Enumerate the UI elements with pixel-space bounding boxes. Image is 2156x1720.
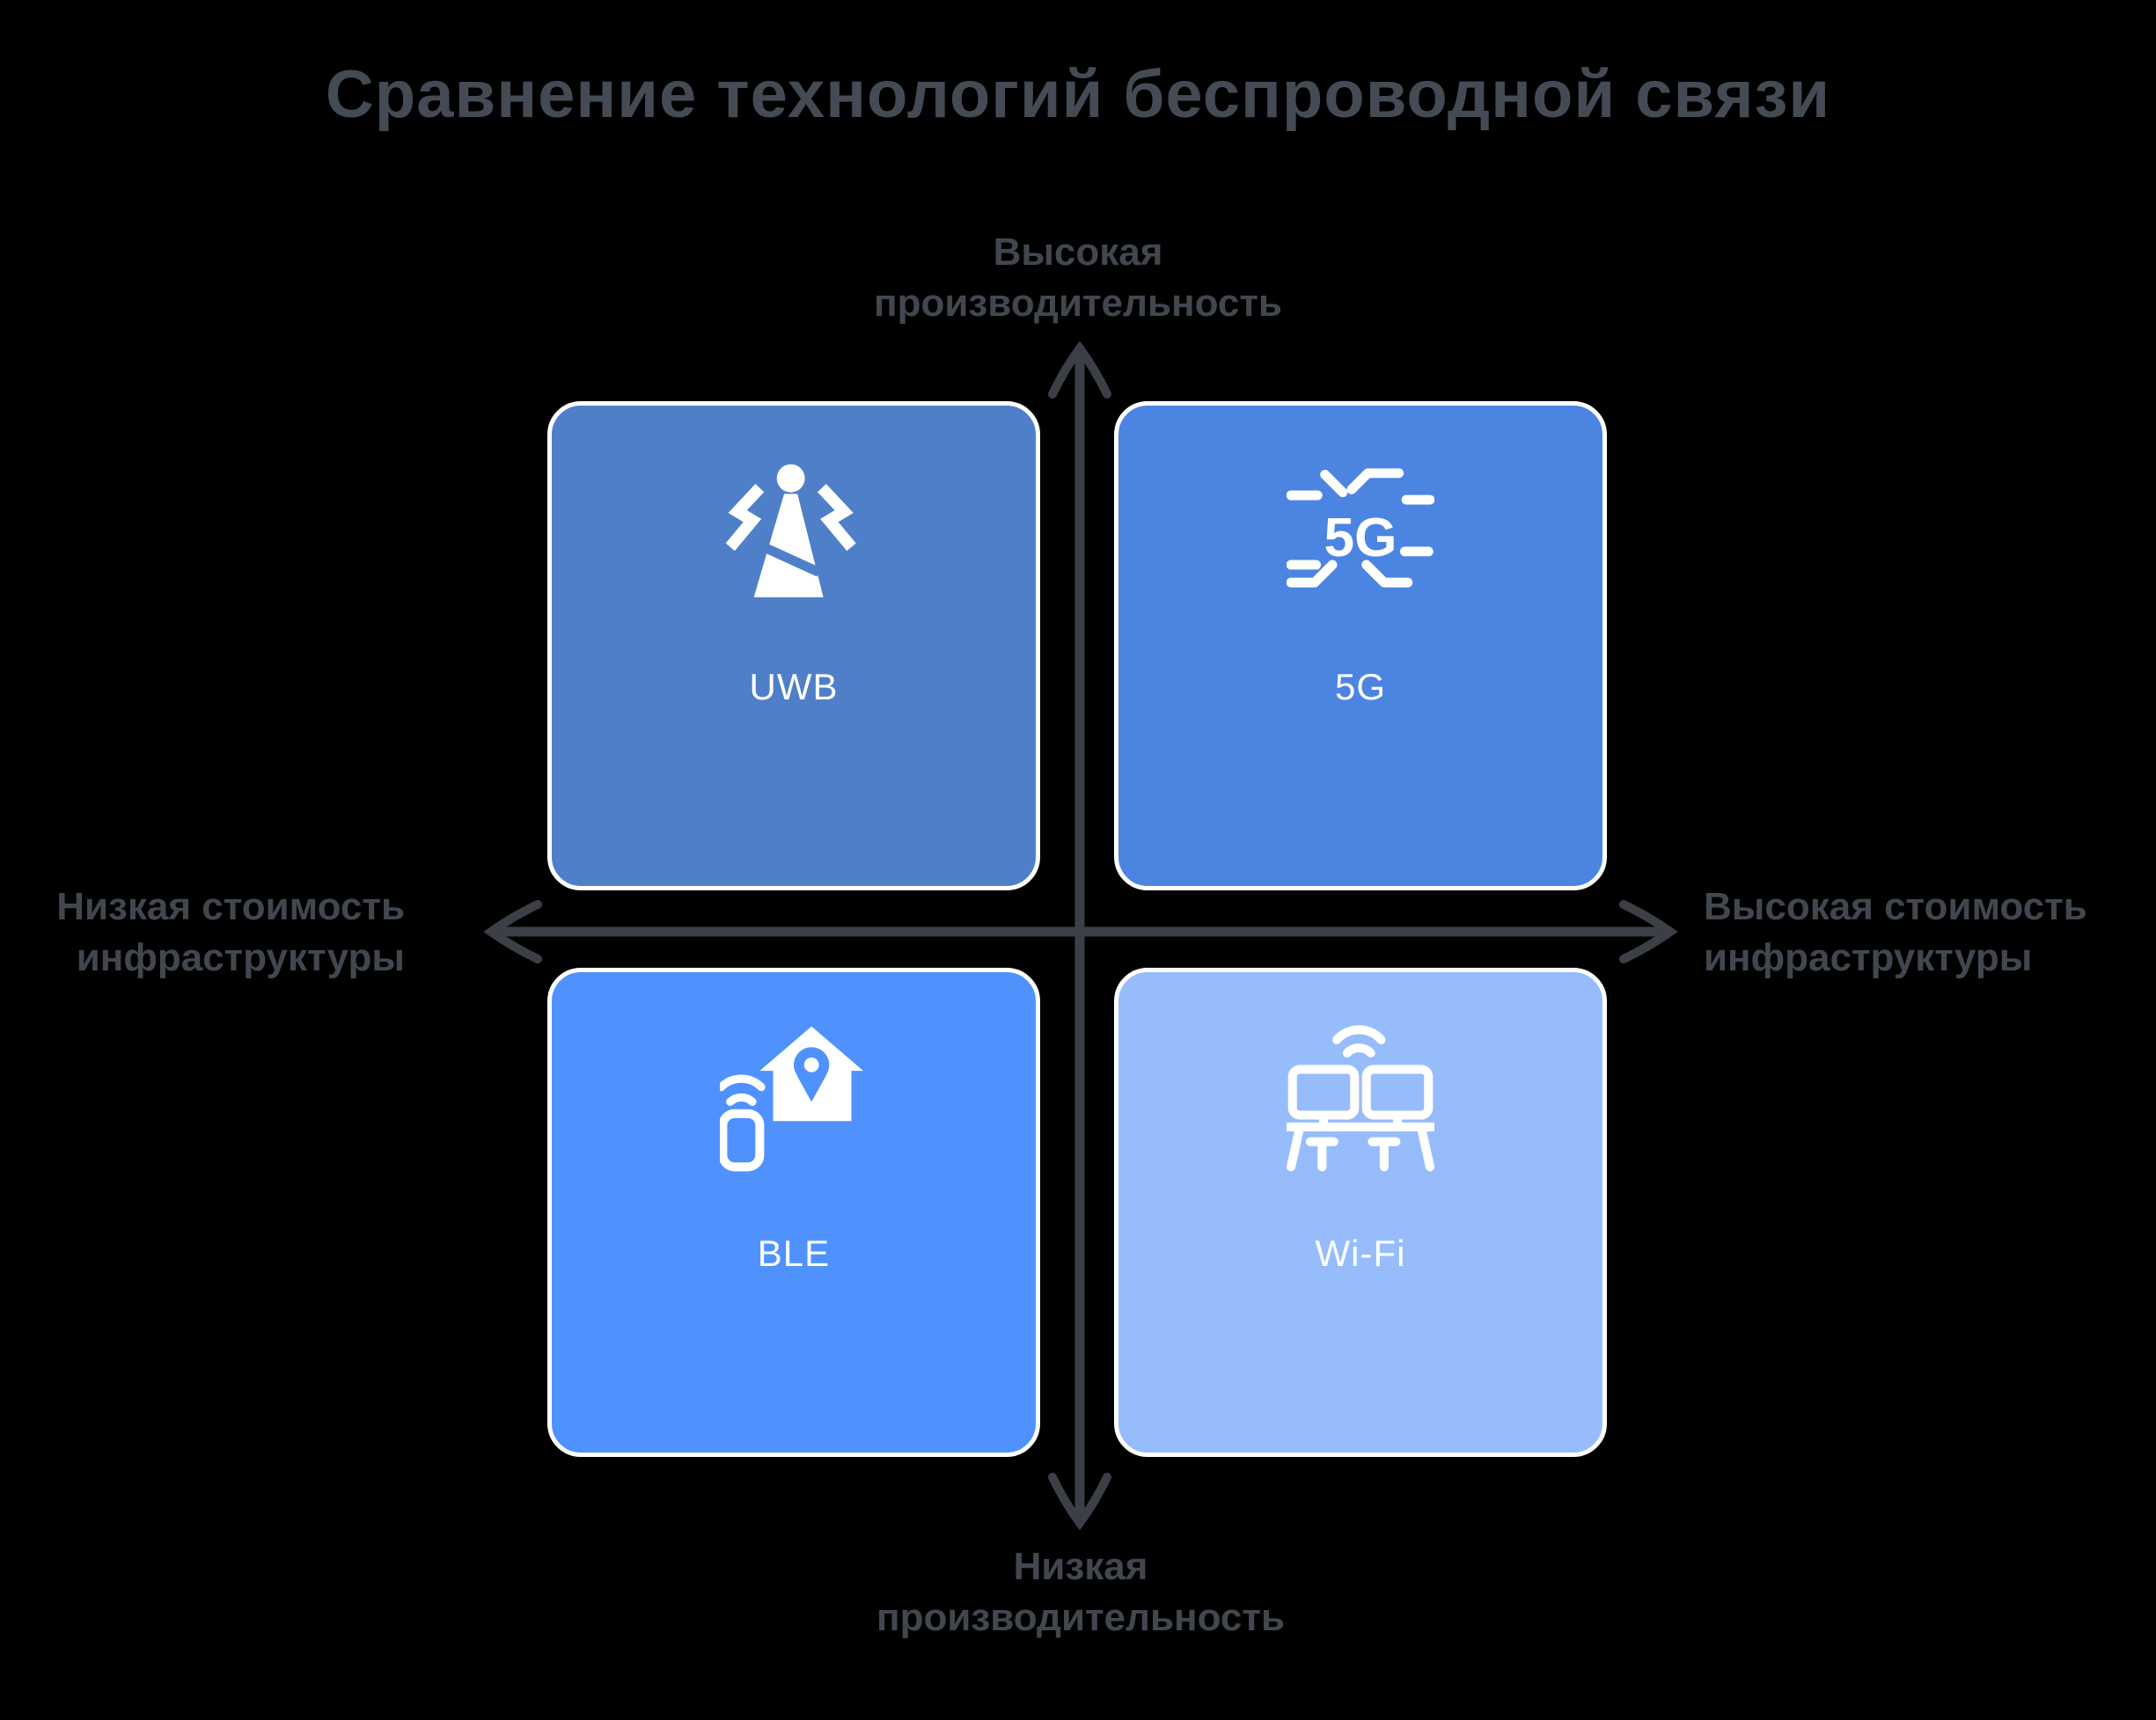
- arrow-right-icon: [1619, 900, 1678, 963]
- axis-label-high-cost: Высокая стоимость инфраструктуры: [1704, 882, 2135, 984]
- 5g-icon-text: 5G: [1324, 508, 1397, 568]
- axis-label-line: производительность: [876, 1596, 1285, 1640]
- quadrant-card-wifi: Wi-Fi: [1114, 968, 1607, 1457]
- radio-tower-icon: [725, 464, 856, 597]
- axis-label-low-performance: Низкая производительность: [729, 1541, 1433, 1643]
- axis-label-line: инфраструктуры: [76, 936, 405, 980]
- quadrant-label-uwb: UWB: [749, 666, 839, 707]
- axis-label-low-cost: Низкая стоимость инфраструктуры: [35, 882, 405, 984]
- smart-home-beacon-icon: [720, 1026, 863, 1172]
- axis-label-line: Низкая: [1013, 1545, 1148, 1588]
- quadrant-card-ble: BLE: [547, 968, 1040, 1457]
- quadrant-card-uwb: UWB: [547, 401, 1040, 890]
- axis-label-line: Низкая стоимость: [56, 885, 405, 928]
- page-title: Сравнение технологий беспроводной связи: [325, 57, 1831, 132]
- computers-wifi-icon: [1287, 1025, 1434, 1172]
- quadrant-card-5g: 5G 5G: [1114, 401, 1607, 890]
- axis-label-line: Высокая: [993, 231, 1163, 274]
- axis-label-line: Высокая стоимость: [1704, 885, 2087, 928]
- 5g-network-icon: 5G: [1287, 468, 1434, 588]
- quadrant-label-wifi: Wi-Fi: [1315, 1233, 1406, 1274]
- axis-label-line: инфраструктуры: [1704, 936, 2033, 980]
- axis-label-high-performance: Высокая производительность: [726, 227, 1430, 329]
- quadrant-label-ble: BLE: [757, 1233, 831, 1274]
- arrow-up-icon: [1048, 340, 1111, 399]
- quadrant-label-5g: 5G: [1334, 666, 1387, 707]
- axis-label-line: производительность: [874, 282, 1282, 326]
- arrow-down-icon: [1048, 1473, 1111, 1531]
- arrow-left-icon: [483, 900, 542, 963]
